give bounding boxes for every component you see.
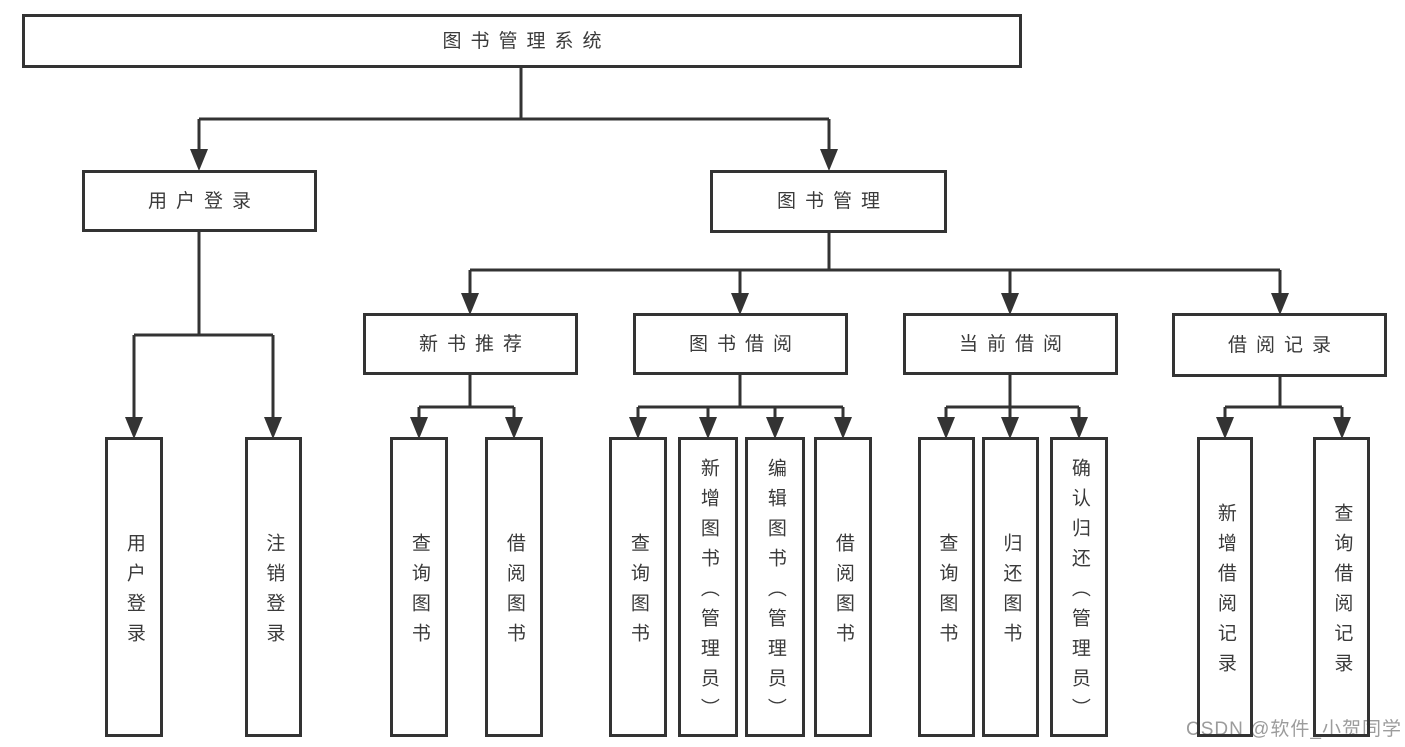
node-current-borrowing: 当前借阅 <box>903 313 1118 375</box>
node-user-login-branch: 用户登录 <box>82 170 317 232</box>
leaf-label: 确认归还（管理员） <box>1068 457 1090 728</box>
leaf-query-book-borrowing: 查询图书 <box>609 437 667 737</box>
node-label: 图书管理 <box>776 191 889 212</box>
tree-connector-segments <box>132 68 1344 424</box>
node-label: 新书推荐 <box>418 333 531 355</box>
leaf-add-borrow-record: 新增借阅记录 <box>1197 437 1253 737</box>
node-label: 当前借阅 <box>958 333 1071 355</box>
leaf-borrow-book-recommend: 借阅图书 <box>485 437 543 737</box>
leaf-label: 新增借阅记录 <box>1214 502 1236 683</box>
leaf-query-book-recommend: 查询图书 <box>390 437 448 737</box>
leaf-query-borrow-record: 查询借阅记录 <box>1313 437 1370 737</box>
node-label: 用户登录 <box>147 190 260 212</box>
node-label: 借阅记录 <box>1227 334 1340 356</box>
leaf-logout: 注销登录 <box>245 437 302 737</box>
leaf-label: 借阅图书 <box>832 532 854 653</box>
leaf-edit-book-admin: 编辑图书（管理员） <box>745 437 805 737</box>
leaf-borrow-book-borrowing: 借阅图书 <box>814 437 872 737</box>
node-borrowing-records: 借阅记录 <box>1172 313 1387 377</box>
leaf-label: 查询图书 <box>408 532 430 653</box>
leaf-add-book-admin: 新增图书（管理员） <box>678 437 738 737</box>
leaf-user-login: 用户登录 <box>105 437 163 737</box>
leaf-confirm-return-admin: 确认归还（管理员） <box>1050 437 1108 737</box>
node-book-management-branch: 图书管理 <box>710 170 947 233</box>
leaf-label: 查询图书 <box>627 532 649 653</box>
leaf-label: 借阅图书 <box>503 532 525 653</box>
leaf-label: 归还图书 <box>1000 532 1022 653</box>
leaf-label: 查询图书 <box>936 532 958 653</box>
arrowhead-icons <box>125 149 1351 439</box>
leaf-return-book: 归还图书 <box>982 437 1039 737</box>
node-new-book-recommend: 新书推荐 <box>363 313 578 375</box>
leaf-label: 编辑图书（管理员） <box>764 457 786 728</box>
leaf-query-book-current: 查询图书 <box>918 437 975 737</box>
node-root-label: 图书管理系统 <box>442 30 611 52</box>
node-label: 图书借阅 <box>688 333 801 355</box>
node-book-borrowing: 图书借阅 <box>633 313 848 375</box>
leaf-label: 查询借阅记录 <box>1331 502 1353 683</box>
leaf-label: 注销登录 <box>263 532 285 653</box>
node-root: 图书管理系统 <box>22 14 1022 68</box>
leaf-label: 用户登录 <box>123 532 145 653</box>
leaf-label: 新增图书（管理员） <box>697 457 719 728</box>
